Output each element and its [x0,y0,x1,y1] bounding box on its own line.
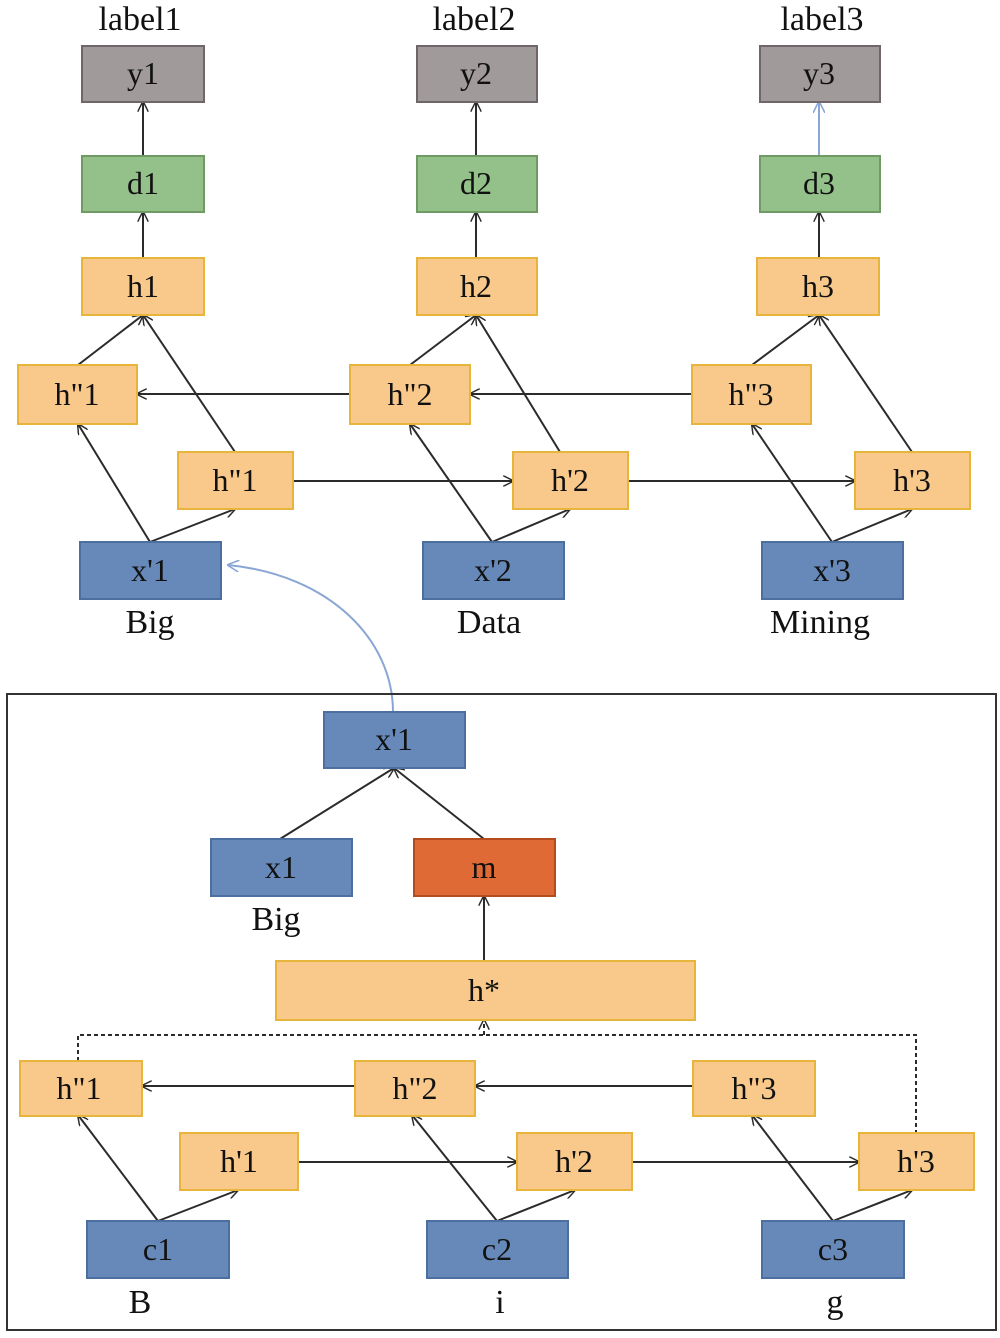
word-backward-node-1: h"1 [17,364,138,425]
char-forward-node-3-label: h'3 [897,1143,935,1179]
word-forward-node-2: h'2 [512,451,629,510]
word-input-node-2-label: x'2 [474,552,512,588]
char-hstar-node: h* [275,960,696,1021]
y-node-2-label: y2 [460,55,492,91]
char-x1-node: x1 [210,838,353,897]
char-backward-node-1: h"1 [19,1060,143,1117]
word-forward-node-1: h"1 [177,451,294,510]
char-backward-node-1-label: h"1 [56,1070,101,1106]
edge-x1-bwd1 [78,424,151,543]
edge-fwd1-h1 [143,315,236,453]
edge-dashed-connector [77,1034,917,1133]
char-input-node-2: c2 [426,1220,569,1279]
char-xprime-node: x'1 [323,711,466,769]
h-node-1-label: h1 [127,268,159,304]
word-backward-node-2: h"2 [349,364,471,425]
edge-m-xprime [394,768,485,840]
char-input-node-1: c1 [86,1220,230,1279]
word-caption-3: Mining [770,604,870,641]
d-node-1: d1 [81,155,205,213]
word-input-node-2: x'2 [422,541,565,600]
output-labels: label1 label2 label3 [98,1,863,38]
word-forward-node-3: h'3 [854,451,971,510]
edge-x1-fwd1 [149,509,235,543]
word-input-node-1-label: x'1 [131,552,169,588]
char-forward-node-2: h'2 [516,1132,633,1191]
d-node-2: d2 [416,155,538,213]
char-x1-node-label: x1 [265,849,297,885]
d-node-3: d3 [759,155,881,213]
word-input-node-3-label: x'3 [813,552,851,588]
y-node-2: y2 [416,45,538,103]
word-forward-node-1-label: h"1 [212,462,257,498]
char-x1-caption: Big [251,901,300,938]
edge-charbox-to-word-x1 [228,565,394,713]
char-input-node-2-label: c2 [482,1231,512,1267]
char-forward-node-1: h'1 [179,1132,299,1191]
h-node-2-label: h2 [460,268,492,304]
y-node-1-label: y1 [127,55,159,91]
word-caption-2: Data [457,604,521,641]
char-input-node-3-label: c3 [818,1231,848,1267]
word-backward-node-3-label: h"3 [728,376,773,412]
word-input-node-1: x'1 [79,541,222,600]
h-node-3-label: h3 [802,268,834,304]
char-backward-node-3: h"3 [692,1060,816,1117]
char-input-node-3: c3 [761,1220,905,1279]
char-backward-node-3-label: h"3 [731,1070,776,1106]
edge-fwd3-h3 [819,315,913,453]
edge-bwd3-h3 [751,315,819,366]
edge-x2-bwd2 [410,424,493,543]
char-forward-node-3: h'3 [858,1132,975,1191]
char-m-node: m [413,838,556,897]
word-backward-node-2-label: h"2 [387,376,432,412]
word-backward-node-3: h"3 [691,364,812,425]
edge-bwd2-h2 [409,315,476,366]
edge-c3-cfwd3 [832,1190,912,1222]
char-backward-node-2: h"2 [354,1060,476,1117]
edge-x2-fwd2 [491,509,570,543]
word-backward-node-1-label: h"1 [54,376,99,412]
char-forward-node-2-label: h'2 [555,1143,593,1179]
char-input-node-1-label: c1 [143,1231,173,1267]
y-node-3-label: y3 [803,55,835,91]
char-backward-node-2-label: h"2 [392,1070,437,1106]
h-node-2: h2 [416,257,538,316]
label1-text: label1 [98,1,181,38]
char-forward-node-1-label: h'1 [220,1143,258,1179]
d-node-3-label: d3 [803,165,835,201]
edge-x3-bwd3 [752,424,833,543]
edge-c1-cbwd1 [78,1115,159,1222]
y-node-3: y3 [759,45,881,103]
word-forward-node-3-label: h'3 [893,462,931,498]
word-forward-node-2-label: h'2 [551,462,589,498]
char-caption-2: i [495,1284,504,1321]
edge-x3-fwd3 [831,509,912,543]
edge-c3-cbwd3 [752,1115,834,1222]
label2-text: label2 [432,1,515,38]
word-caption-1: Big [125,604,174,641]
h-node-1: h1 [81,257,205,316]
edge-c2-cbwd2 [412,1115,498,1222]
edge-c2-cfwd2 [496,1190,575,1222]
char-hstar-node-label: h* [468,972,500,1008]
y-node-1: y1 [81,45,205,103]
d-node-2-label: d2 [460,165,492,201]
edge-bwd1-h1 [77,315,143,366]
h-node-3: h3 [756,257,880,316]
edge-x1-xprime [279,768,394,840]
edges [77,102,917,1222]
char-level-frame [6,693,997,1331]
char-xprime-node-label: x'1 [375,721,413,757]
label3-text: label3 [780,1,863,38]
edge-fwd2-h2 [476,315,561,453]
edge-c1-cfwd1 [157,1190,238,1222]
d-node-1-label: d1 [127,165,159,201]
char-m-node-label: m [472,849,497,885]
char-caption-1: B [129,1284,152,1321]
char-caption-3: g [827,1284,844,1321]
word-input-node-3: x'3 [761,541,904,600]
